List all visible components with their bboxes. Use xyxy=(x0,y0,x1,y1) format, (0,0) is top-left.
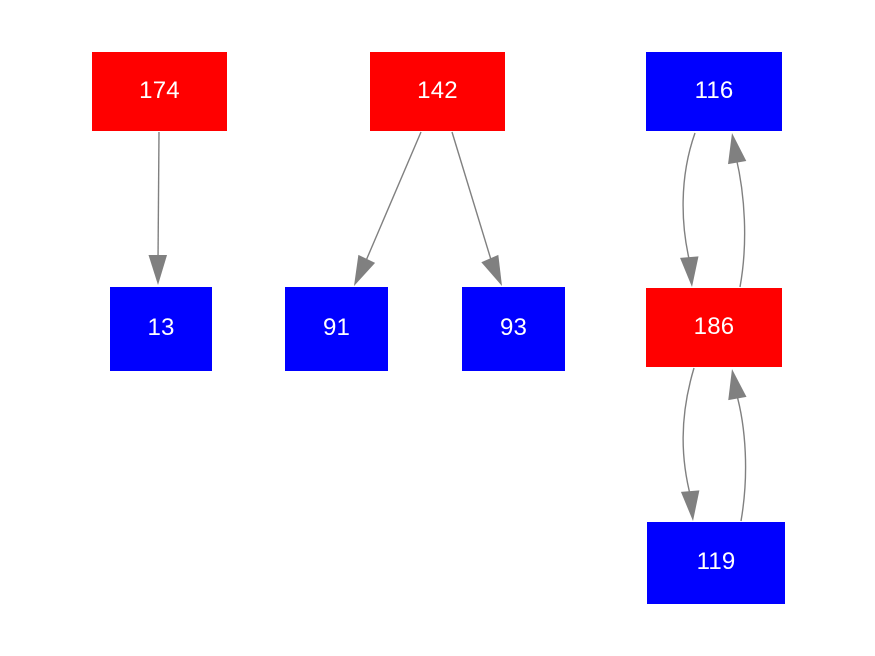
graph-node-91[interactable]: 91 xyxy=(285,287,388,371)
node-label: 116 xyxy=(694,76,734,104)
edge-line xyxy=(735,391,747,522)
graph-node-142[interactable]: 142 xyxy=(370,52,505,131)
node-label: 174 xyxy=(139,76,180,104)
edge-line xyxy=(157,131,160,263)
graph-node-116[interactable]: 116 xyxy=(646,52,782,131)
arrowhead-icon xyxy=(481,254,502,286)
edge-186-to-116 xyxy=(728,133,747,288)
graph-node-13[interactable]: 13 xyxy=(110,287,212,371)
edge-116-to-186 xyxy=(680,132,699,287)
node-label: 93 xyxy=(499,314,528,341)
edge-line xyxy=(682,367,695,499)
arrowhead-icon xyxy=(680,490,700,521)
edge-119-to-186 xyxy=(728,369,747,522)
edge-142-to-91 xyxy=(354,131,422,286)
graph-node-186[interactable]: 186 xyxy=(646,288,782,367)
edge-line xyxy=(682,132,696,264)
graph-node-174[interactable]: 174 xyxy=(92,52,227,131)
node-label: 91 xyxy=(322,314,351,341)
edge-line xyxy=(364,131,422,264)
graph-node-93[interactable]: 93 xyxy=(462,287,565,371)
arrowhead-icon xyxy=(354,254,376,286)
node-label: 142 xyxy=(417,76,458,104)
arrowhead-icon xyxy=(148,255,168,285)
node-label: 13 xyxy=(147,314,175,341)
arrowhead-icon xyxy=(680,256,699,287)
node-label: 119 xyxy=(696,548,736,575)
edge-186-to-119 xyxy=(680,367,700,521)
edge-142-to-93 xyxy=(451,131,502,286)
graph-node-119[interactable]: 119 xyxy=(647,522,785,604)
node-label: 186 xyxy=(693,312,735,340)
arrowhead-icon xyxy=(728,369,747,401)
edge-174-to-13 xyxy=(148,131,168,285)
edge-line xyxy=(735,156,746,288)
arrowhead-icon xyxy=(728,133,747,165)
edge-line xyxy=(451,131,493,264)
